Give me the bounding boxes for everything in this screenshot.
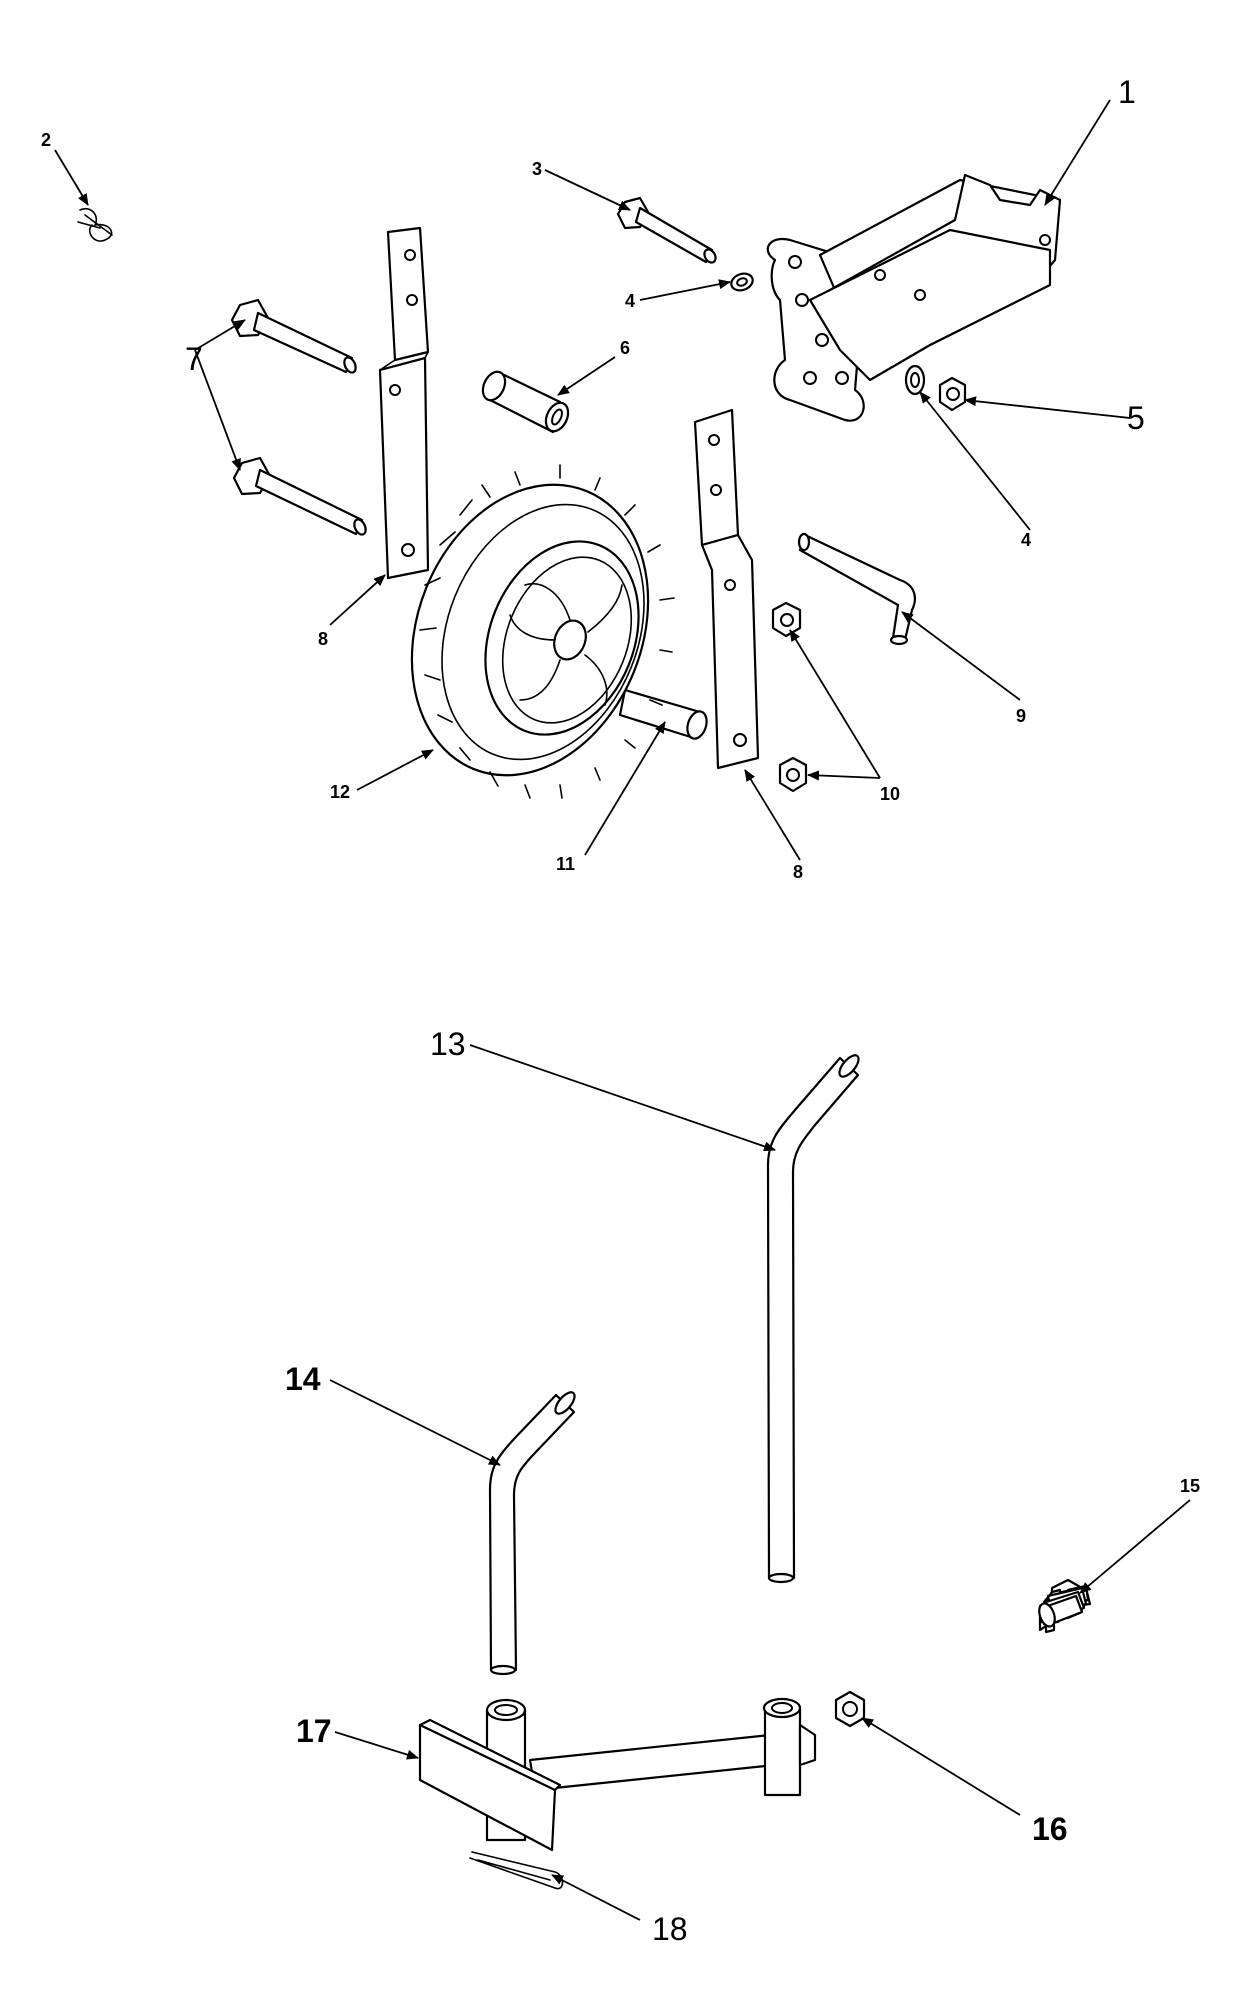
label-part-13: 13: [430, 1026, 466, 1062]
part-4-washer-lower: [904, 364, 926, 396]
part-18-cotter-pin: [469, 1851, 564, 1890]
part-1-mounting-bracket: [766, 173, 1062, 422]
callout-labels: 1 2 3 4 4 5 6 7 8 8 9 10 11 12 13 14 15 …: [41, 74, 1200, 1947]
part-16-nut: [834, 1690, 866, 1728]
part-8-support-bar-left: [378, 226, 430, 580]
part-10-nut-lower: [778, 756, 808, 793]
label-part-6: 6: [620, 338, 630, 358]
label-part-8-left: 8: [318, 629, 328, 649]
label-part-8-right: 8: [793, 862, 803, 882]
label-part-11: 11: [556, 854, 575, 874]
part-11-axle: [618, 688, 708, 740]
part-10-nut-upper: [771, 601, 802, 638]
leader-lines: [54, 99, 1191, 1921]
label-part-14: 14: [285, 1361, 321, 1397]
label-part-1: 1: [1118, 74, 1136, 110]
part-4-washer-upper: [730, 272, 754, 292]
label-part-16: 16: [1032, 1811, 1068, 1847]
label-part-17: 17: [296, 1713, 332, 1749]
part-9-l-pin: [797, 532, 916, 646]
part-6-spacer-tube: [481, 370, 570, 434]
part-2-hair-pin-clip: [77, 207, 113, 242]
label-part-3: 3: [532, 159, 542, 179]
label-part-5: 5: [1127, 400, 1145, 436]
part-14-short-handle-tube: [488, 1391, 576, 1676]
label-part-4-lower: 4: [1021, 530, 1031, 550]
label-part-2: 2: [41, 130, 51, 150]
label-part-9: 9: [1016, 706, 1026, 726]
part-7-bolt-lower: [232, 456, 367, 536]
label-part-4-upper: 4: [625, 291, 635, 311]
part-12-wheel: [410, 464, 675, 799]
part-17-base-frame: [418, 1697, 817, 1852]
part-3-bolt: [616, 196, 717, 264]
part-13-long-handle-tube: [766, 1054, 860, 1584]
part-5-nut: [938, 376, 967, 412]
part-8-support-bar-right: [693, 408, 760, 770]
part-7-bolt-upper: [230, 298, 357, 374]
label-part-7: 7: [185, 341, 203, 377]
label-part-10: 10: [880, 784, 900, 804]
part-15-bolt-tip: [1038, 1586, 1088, 1628]
label-part-18: 18: [652, 1911, 688, 1947]
label-part-12: 12: [330, 782, 350, 802]
label-part-15: 15: [1180, 1476, 1200, 1496]
